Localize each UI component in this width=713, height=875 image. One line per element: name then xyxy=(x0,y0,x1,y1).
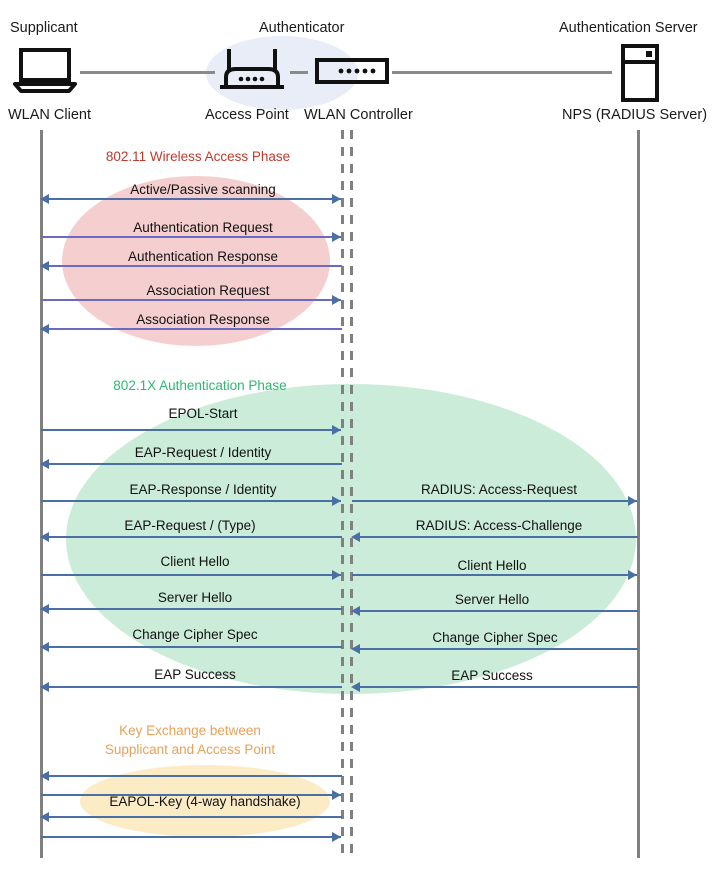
msg-label-eap-response-identity: EAP-Response / Identity xyxy=(129,482,277,497)
msg-label-eap-request-type: EAP-Request / (Type) xyxy=(124,518,256,533)
msg-line-eap-success-left xyxy=(44,686,342,688)
msg-line-eapol-key-2 xyxy=(41,794,341,796)
msg-line-change-cipher-spec-left xyxy=(44,646,342,648)
arrow-head-eap-request-type xyxy=(40,532,49,542)
msg-label-client-hello-left: Client Hello xyxy=(160,554,230,569)
laptop-icon xyxy=(12,48,78,99)
msg-label-association-response: Association Response xyxy=(136,312,270,327)
phase-title-key-exchange: Key Exchange between Supplicant and Acce… xyxy=(104,723,276,757)
arrow-head-eap-success-left xyxy=(40,682,49,692)
arrow-head-server-hello-left xyxy=(40,604,49,614)
arrow-head-eapol-key-2 xyxy=(332,790,341,800)
arrow-head-eap-success-right xyxy=(351,682,360,692)
phase-title-8021x: 802.1X Authentication Phase xyxy=(113,378,287,393)
msg-line-client-hello-right xyxy=(352,574,637,576)
actor-label-wlan-client: WLAN Client xyxy=(8,107,91,123)
arrow-head-epol-start xyxy=(332,425,341,435)
msg-label-change-cipher-spec-left: Change Cipher Spec xyxy=(132,627,258,642)
actor-label-access-point: Access Point xyxy=(205,107,289,123)
arrow-head-radius-access-challenge xyxy=(351,532,360,542)
authenticator-group-halo xyxy=(206,36,358,110)
msg-label-eap-success-right: EAP Success xyxy=(451,668,533,683)
wlan-controller-icon xyxy=(315,58,389,89)
arrow-head-change-cipher-spec-right xyxy=(351,644,360,654)
phase-ellipse-80211 xyxy=(62,176,330,346)
wireless-access-point-icon xyxy=(216,47,288,101)
msg-label-change-cipher-spec-right: Change Cipher Spec xyxy=(432,630,558,645)
arrow-head-association-response xyxy=(40,324,49,334)
msg-line-association-request xyxy=(41,299,341,301)
msg-line-server-hello-right xyxy=(355,610,638,612)
server-rack-icon xyxy=(620,44,660,107)
msg-label-client-hello-right: Client Hello xyxy=(457,558,527,573)
msg-label-authentication-response: Authentication Response xyxy=(127,249,279,264)
msg-label-authentication-request: Authentication Request xyxy=(133,220,273,235)
arrow-head-eapol-key-3 xyxy=(40,812,49,822)
arrow-head-authentication-response xyxy=(40,261,49,271)
msg-line-eapol-key-3 xyxy=(44,816,342,818)
arrow-head-change-cipher-spec-left xyxy=(40,642,49,652)
msg-line-authentication-response xyxy=(44,265,342,267)
arrow-head-server-hello-right xyxy=(351,606,360,616)
msg-label-server-hello-right: Server Hello xyxy=(454,592,530,607)
msg-line-eap-success-right xyxy=(355,686,638,688)
msg-line-client-hello-left xyxy=(41,574,341,576)
msg-label-radius-access-challenge: RADIUS: Access-Challenge xyxy=(415,518,583,533)
phase-title-80211: 802.11 Wireless Access Phase xyxy=(105,149,291,164)
msg-label-eapol-key-handshake: EAPOL-Key (4-way handshake) xyxy=(109,794,301,809)
msg-line-server-hello-left xyxy=(44,608,342,610)
arrow-head-active-passive-scanning-right xyxy=(332,194,341,204)
arrow-head-eap-request-identity xyxy=(40,459,49,469)
phase-ellipse-key-exchange xyxy=(80,765,330,837)
msg-label-association-request: Association Request xyxy=(146,283,270,298)
arrow-head-client-hello-right xyxy=(628,570,637,580)
msg-label-eap-request-identity: EAP-Request / Identity xyxy=(134,445,272,460)
actor-role-authenticator: Authenticator xyxy=(259,20,345,36)
arrow-head-association-request xyxy=(332,295,341,305)
link-client-to-ap xyxy=(80,71,215,74)
msg-line-active-passive-scanning xyxy=(44,198,341,200)
arrow-head-active-passive-scanning-left xyxy=(40,194,49,204)
actor-label-wlan-controller: WLAN Controller xyxy=(304,107,413,123)
msg-line-eap-request-identity xyxy=(44,463,342,465)
msg-line-eap-request-type xyxy=(44,536,342,538)
msg-label-server-hello-left: Server Hello xyxy=(157,590,233,605)
msg-line-eapol-key-4 xyxy=(41,836,341,838)
arrow-head-eap-response-identity xyxy=(332,496,341,506)
lifeline-supplicant xyxy=(40,130,43,858)
arrow-head-radius-access-request xyxy=(628,496,637,506)
lifeline-auth-server xyxy=(637,130,640,858)
lifeline-authenticator-right xyxy=(350,130,353,858)
msg-line-epol-start xyxy=(41,429,341,431)
msg-line-radius-access-challenge xyxy=(355,536,638,538)
msg-label-epol-start: EPOL-Start xyxy=(168,406,238,421)
msg-line-association-response xyxy=(44,328,342,330)
arrow-head-eapol-key-1 xyxy=(40,771,49,781)
msg-label-eap-success-left: EAP Success xyxy=(154,667,236,682)
msg-line-radius-access-request xyxy=(352,500,637,502)
msg-line-change-cipher-spec-right xyxy=(355,648,638,650)
msg-label-active-passive-scanning: Active/Passive scanning xyxy=(130,182,276,197)
link-ap-to-controller xyxy=(290,71,308,74)
msg-label-radius-access-request: RADIUS: Access-Request xyxy=(420,482,578,497)
msg-line-eap-response-identity xyxy=(41,500,341,502)
msg-line-eapol-key-1 xyxy=(44,775,342,777)
arrow-head-authentication-request xyxy=(332,232,341,242)
arrow-head-client-hello-left xyxy=(332,570,341,580)
link-controller-to-server xyxy=(392,71,612,74)
lifeline-authenticator-left xyxy=(341,130,344,858)
actor-role-supplicant: Supplicant xyxy=(10,20,78,36)
arrow-head-eapol-key-4 xyxy=(332,832,341,842)
msg-line-authentication-request xyxy=(41,236,341,238)
actor-label-nps-radius-server: NPS (RADIUS Server) xyxy=(562,107,708,123)
actor-role-auth-server: Authentication Server xyxy=(559,20,698,36)
